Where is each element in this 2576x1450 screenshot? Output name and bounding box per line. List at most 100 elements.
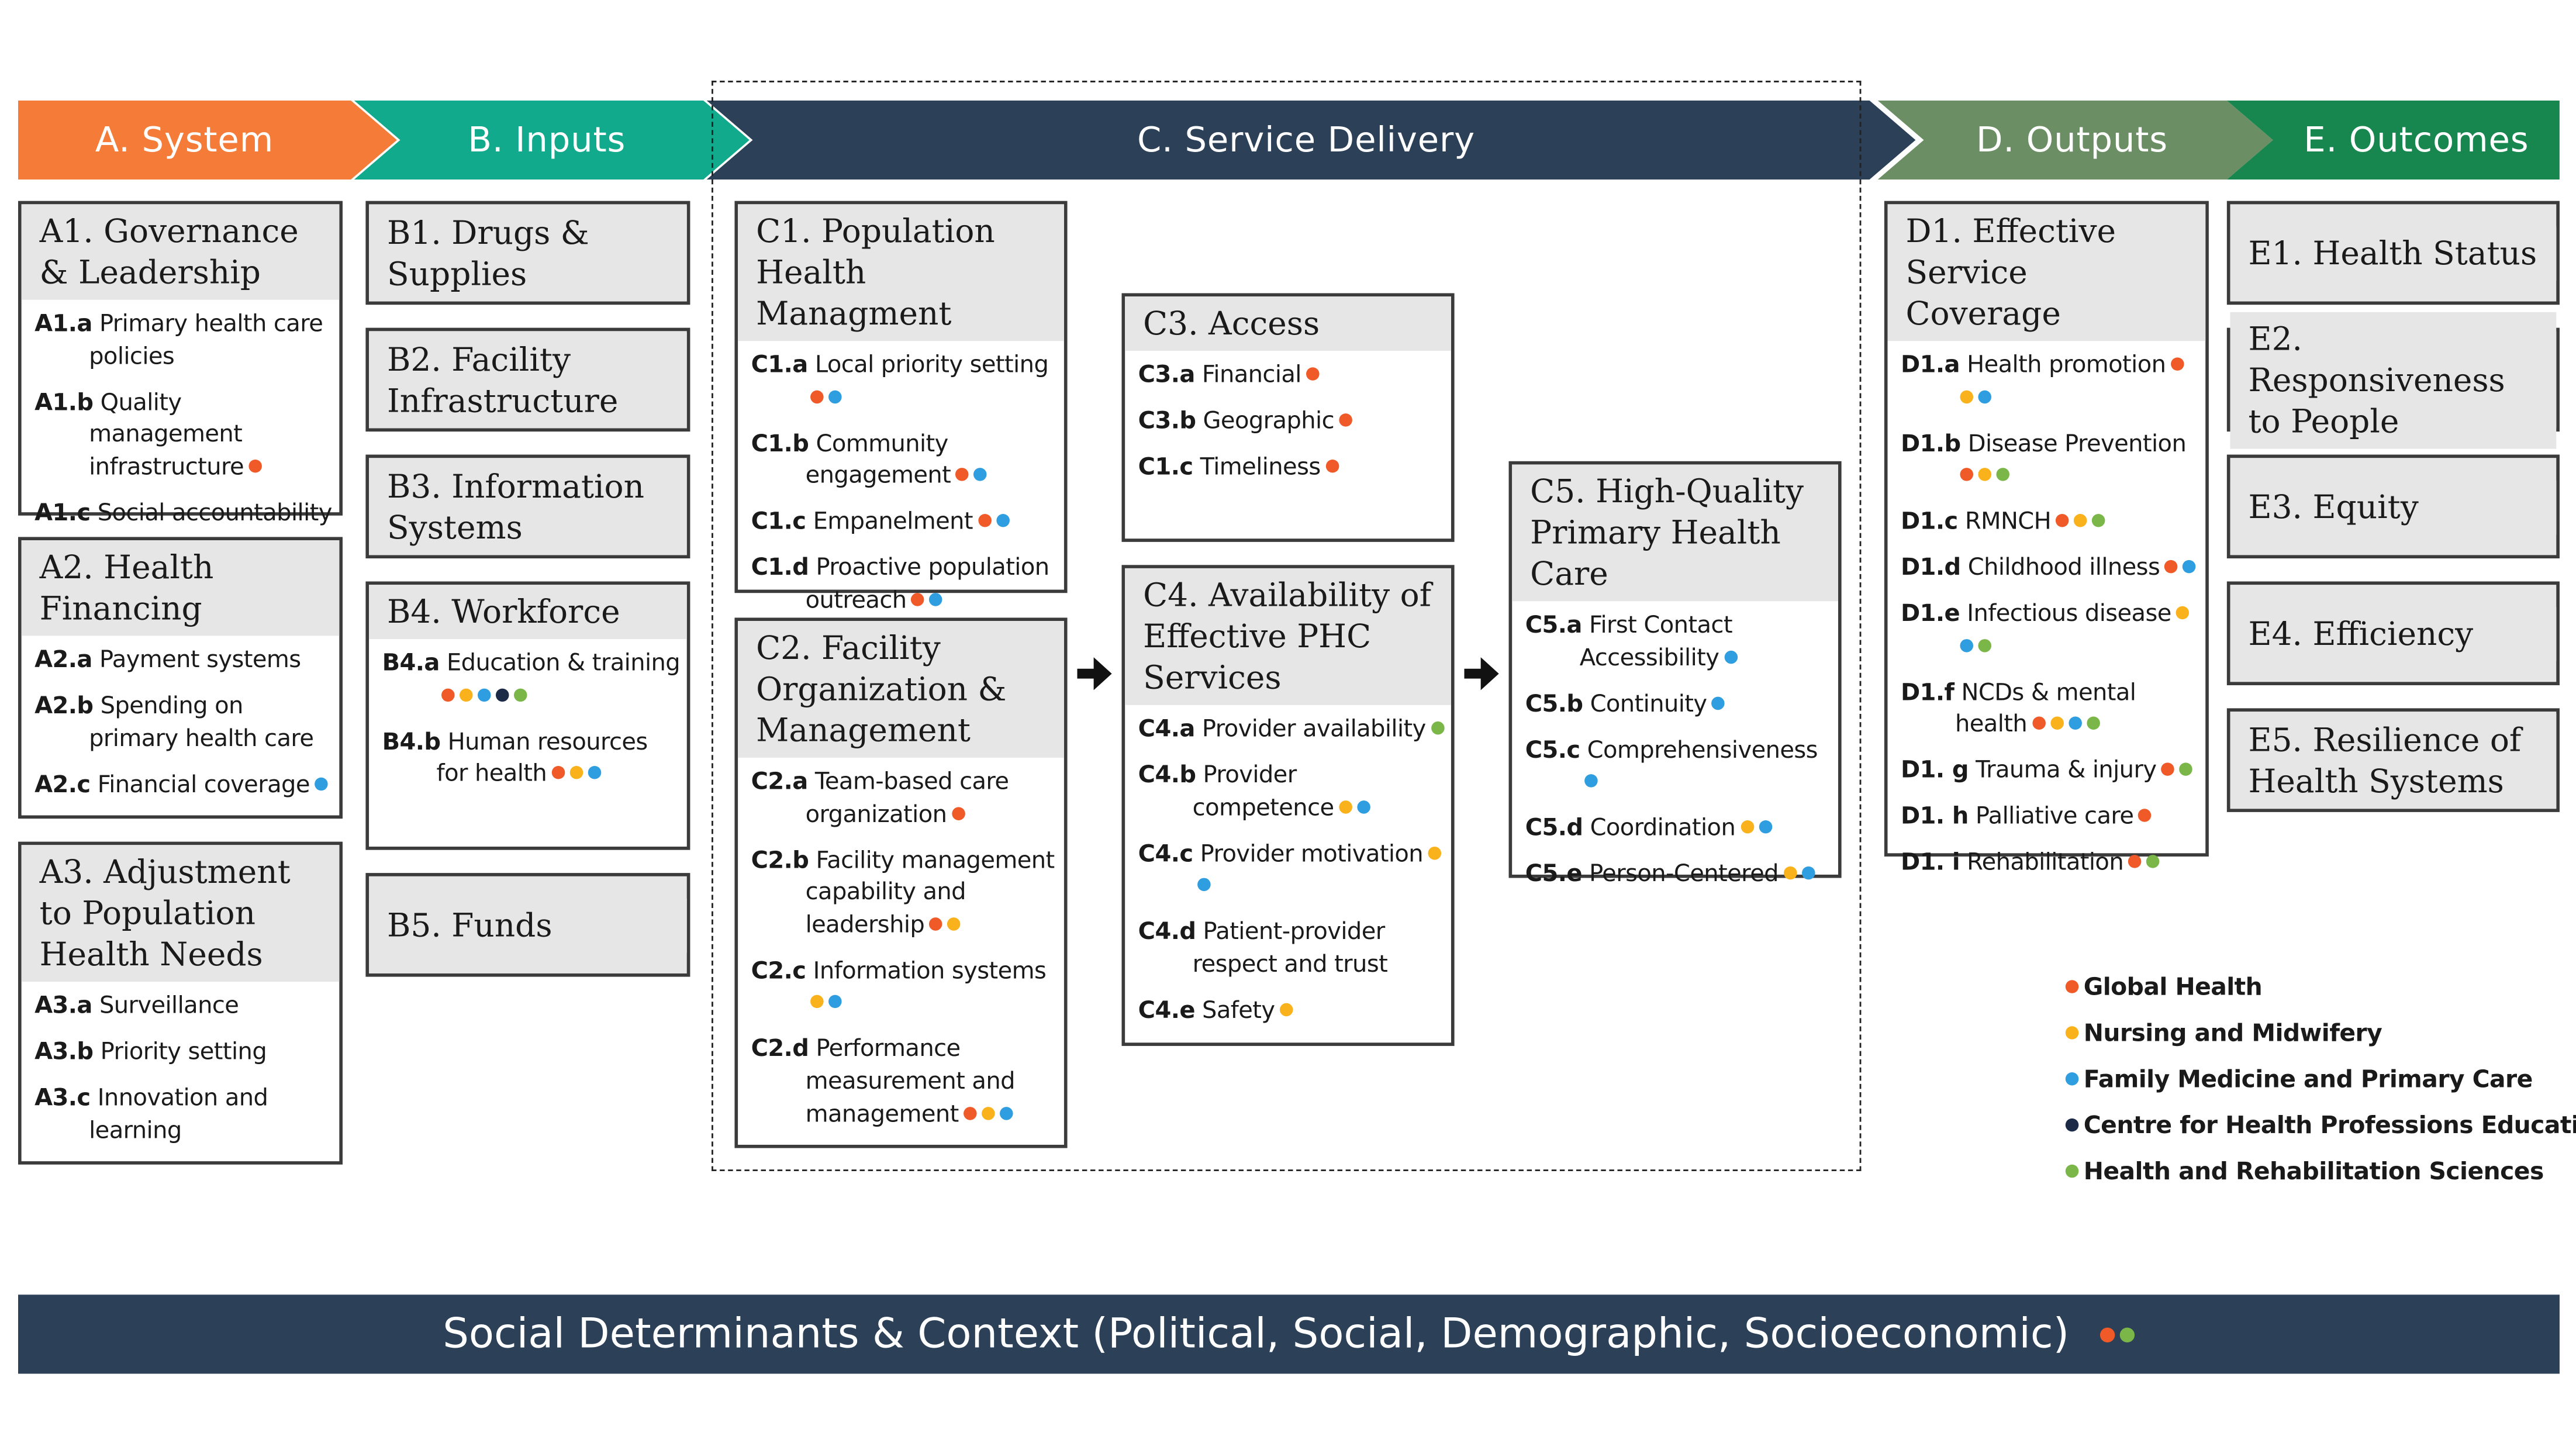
- department-dot-family-medicine: [996, 514, 1010, 527]
- item-text: Palliative care: [1975, 804, 2134, 831]
- item-code: B4.a: [382, 650, 440, 677]
- box-title: B4. Workforce: [369, 585, 687, 640]
- item-code: C1.c: [1138, 454, 1193, 481]
- item-text: Trauma & injury: [1976, 758, 2157, 785]
- list-item: C1.c Empanelment: [751, 508, 1058, 540]
- department-dot-nursing-midwifery: [1338, 799, 1352, 813]
- item-code: A3.b: [34, 1039, 94, 1066]
- item-code: D1.e: [1901, 601, 1960, 628]
- item-code: C1.b: [751, 430, 809, 457]
- department-dot-nursing-midwifery: [569, 766, 583, 780]
- item-text: Social accountability: [97, 500, 333, 527]
- item-text: Person-Centered: [1589, 861, 1779, 888]
- department-dot-family-medicine: [315, 776, 328, 790]
- department-dot-global-health: [2032, 717, 2046, 730]
- stage-d-outputs: D. Outputs: [1877, 100, 2277, 180]
- chevron-shape: [1877, 100, 2273, 180]
- item-text: RMNCH: [1964, 509, 2052, 536]
- item-code: D1. i: [1901, 850, 1960, 877]
- item-code: C4.e: [1138, 997, 1196, 1024]
- item-code: D1.d: [1901, 555, 1961, 582]
- item-code: A1.b: [34, 389, 94, 416]
- box-title: A3. Adjustment to Population Health Need…: [21, 845, 340, 982]
- box-title: E4. Efficiency: [2230, 606, 2557, 661]
- box-e2-responsiveness: E2. Responsiveness to People: [2226, 311, 2560, 448]
- department-dot-nursing-midwifery: [2176, 606, 2190, 620]
- department-dot-nursing-midwifery: [947, 917, 961, 931]
- stage-fill: [18, 100, 397, 180]
- list-item: A1.a Primary health care policies: [34, 310, 333, 374]
- list-item: C4.a Provider availability: [1138, 715, 1445, 747]
- box-a3-adjustment: A3. Adjustment to Population Health Need…: [18, 841, 343, 1165]
- item-text: Spending on primary health care: [89, 693, 314, 752]
- department-dot-nursing-midwifery: [2065, 1026, 2079, 1040]
- department-dot-nursing-midwifery: [2074, 514, 2088, 527]
- department-dot-nursing-midwifery: [1783, 866, 1797, 880]
- department-dot-family-medicine: [1711, 696, 1725, 710]
- item-code: A1.c: [34, 500, 91, 527]
- box-title: C1. Population Health Managment: [738, 204, 1064, 341]
- department-dot-global-health: [1325, 459, 1339, 473]
- item-text: Primary health care policies: [89, 311, 323, 370]
- chevron-shape: [18, 100, 397, 180]
- item-text: First Contact Accessibility: [1579, 612, 1733, 672]
- box-b2-facility: B2. Facility Infrastructure: [365, 327, 690, 432]
- department-dot-nursing-midwifery: [982, 1106, 995, 1120]
- legend-item: Family Medicine and Primary Care: [2065, 1058, 2576, 1104]
- chevron-shape: [2226, 100, 2560, 180]
- department-dot-global-health: [810, 389, 824, 403]
- item-code: A2.b: [34, 693, 94, 720]
- item-text: Human resources for health: [436, 729, 648, 788]
- department-dot-nursing-midwifery: [459, 688, 473, 701]
- arrow-right-icon: [1077, 657, 1112, 691]
- department-dot-family-medicine: [2068, 717, 2082, 730]
- list-item: D1.e Infectious disease: [1901, 600, 2199, 664]
- item-code: C2.b: [751, 847, 809, 874]
- department-dot-nursing-midwifery: [1960, 389, 1974, 403]
- legend-label: Centre for Health Professions Education: [2083, 1113, 2576, 1140]
- list-item: C1.b Community engagement: [751, 429, 1058, 493]
- department-dot-family-medicine: [477, 688, 491, 701]
- department-dot-global-health: [441, 688, 455, 701]
- item-code: C3.a: [1138, 362, 1196, 389]
- department-dot-nursing-midwifery: [810, 995, 824, 1009]
- box-title: A2. Health Financing: [21, 540, 340, 636]
- list-item: A3.c Innovation and learning: [34, 1084, 333, 1148]
- box-e3-equity: E3. Equity: [2226, 454, 2560, 559]
- item-code: C5.e: [1525, 861, 1583, 888]
- department-dot-family-medicine: [1801, 866, 1815, 880]
- department-dot-health-rehab: [2120, 1327, 2135, 1342]
- service-delivery-region: [712, 81, 1862, 1172]
- department-dot-global-health: [248, 459, 263, 472]
- list-item: C1.d Proactive population outreach: [751, 554, 1058, 618]
- stage-a-system: A. System: [18, 100, 397, 180]
- arrow-right-icon: [1464, 657, 1499, 691]
- department-dot-global-health: [978, 514, 992, 527]
- list-item: D1. i Rehabilitation: [1901, 849, 2199, 881]
- department-dot-centre-hpe: [2065, 1118, 2079, 1132]
- box-title: C2. Facility Organization & Management: [738, 621, 1064, 758]
- list-item: C2.c Information systems: [751, 957, 1058, 1021]
- item-text: Empanelment: [813, 509, 973, 536]
- stage-label: D. Outputs: [1976, 120, 2168, 160]
- list-item: C5.c Comprehensiveness: [1525, 736, 1832, 800]
- stage-label: B. Inputs: [468, 120, 626, 160]
- department-dot-global-health: [964, 1106, 977, 1120]
- box-title: B2. Facility Infrastructure: [369, 332, 687, 428]
- item-code: C4.a: [1138, 716, 1196, 743]
- list-item: C3.b Geographic: [1138, 407, 1445, 439]
- item-text: Surveillance: [99, 993, 239, 1020]
- legend-label: Global Health: [2083, 975, 2263, 1002]
- list-item: C4.b Provider competence: [1138, 761, 1445, 826]
- box-title: C3. Access: [1125, 296, 1451, 351]
- list-item: A2.a Payment systems: [34, 645, 333, 678]
- box-title: B1. Drugs & Supplies: [369, 205, 687, 301]
- item-code: C5.d: [1525, 815, 1583, 842]
